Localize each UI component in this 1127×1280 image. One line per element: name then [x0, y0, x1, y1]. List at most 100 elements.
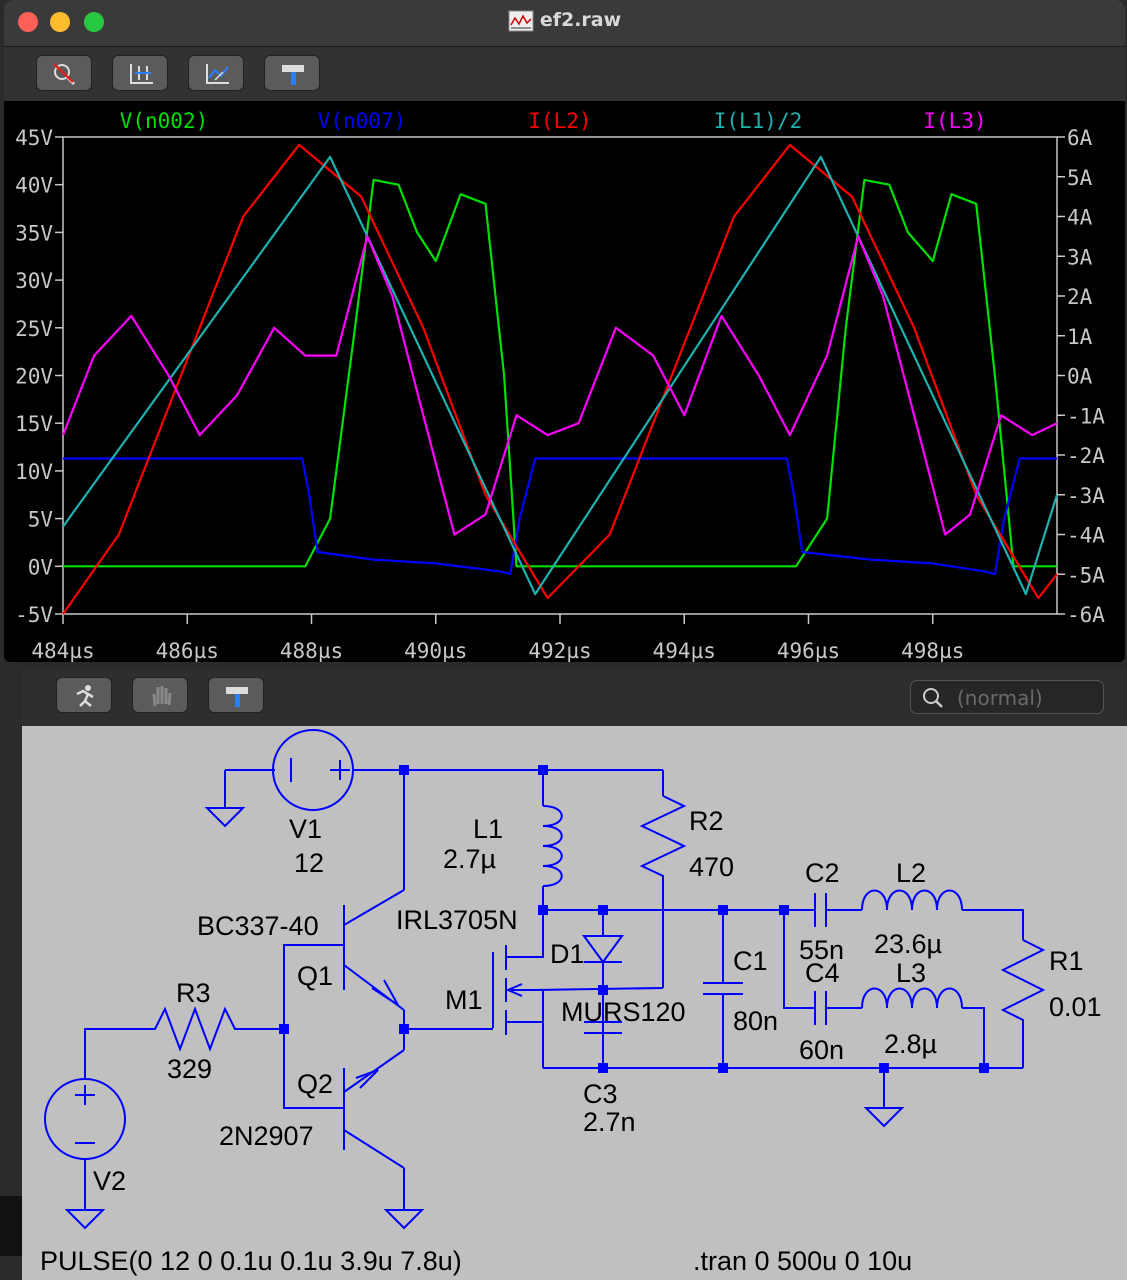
x-tick-label: 484µs — [31, 639, 94, 662]
y-right-tick-label: 2A — [1067, 285, 1093, 309]
waveform-chart[interactable]: 45V40V35V30V25V20V15V10V5V0V-5V6A5A4A3A2… — [4, 101, 1125, 662]
d1-name: D1 — [550, 939, 585, 969]
plot-frame — [62, 136, 1058, 615]
hand-icon — [152, 686, 172, 707]
x-tick-label: 498µs — [901, 639, 964, 662]
hammer-icon — [226, 687, 248, 707]
minimize-window-button[interactable] — [50, 12, 70, 32]
y-right-tick-label: -4A — [1067, 524, 1105, 548]
c2-name: C2 — [805, 858, 840, 888]
y-right-tick-label: 3A — [1067, 245, 1093, 269]
background-edge — [0, 1196, 22, 1256]
c2-value: 55n — [799, 935, 844, 965]
run-button[interactable] — [56, 677, 112, 713]
y-right-tick-label: 0A — [1067, 365, 1093, 389]
v1-name: V1 — [289, 814, 322, 844]
r1-value: 0.01 — [1049, 992, 1102, 1022]
autorange-icon — [130, 64, 153, 84]
halt-button[interactable] — [132, 677, 188, 713]
x-tick-label: 490µs — [404, 639, 467, 662]
title-bar[interactable]: ef2.raw — [4, 0, 1125, 47]
waveform-toolbar — [4, 47, 1125, 101]
y-left-tick-label: 15V — [15, 412, 53, 436]
r3-name: R3 — [176, 978, 211, 1008]
legend-entry: V(n007) — [318, 109, 407, 133]
legend-entry: I(L3) — [923, 109, 986, 133]
l2-name: L2 — [896, 858, 926, 888]
zoom-cancel-button[interactable] — [36, 55, 92, 91]
c3-value: 2.7n — [583, 1107, 636, 1137]
y-right-tick-label: 6A — [1067, 126, 1093, 150]
trace-vn007 — [63, 457, 1057, 575]
y-left-tick-label: 5V — [28, 508, 54, 532]
zoom-window-button[interactable] — [84, 12, 104, 32]
trace-il3 — [61, 235, 1058, 536]
y-right-tick-label: -6A — [1067, 603, 1105, 627]
r1-name: R1 — [1049, 946, 1084, 976]
x-tick-label: 486µs — [156, 639, 219, 662]
l1-name: L1 — [473, 814, 503, 844]
c4-name: C4 — [805, 958, 840, 988]
pick-traces-button[interactable] — [188, 55, 244, 91]
traces-icon — [206, 64, 229, 84]
legend-entry: I(L1)/2 — [714, 109, 803, 133]
y-left-tick-label: -5V — [15, 603, 53, 627]
settings-hammer-button[interactable] — [264, 55, 320, 91]
legend-entry: I(L2) — [528, 109, 591, 133]
q1-value: BC337-40 — [197, 911, 319, 941]
r2-value: 470 — [689, 852, 734, 882]
schematic-window: (normal) — [22, 670, 1127, 1280]
trace-il2 — [62, 143, 1058, 615]
d1-value: MURS120 — [561, 997, 686, 1027]
l3-value: 2.8µ — [884, 1029, 937, 1059]
search-field[interactable]: (normal) — [910, 680, 1104, 714]
c1-name: C1 — [733, 946, 768, 976]
m1-name: M1 — [445, 985, 483, 1015]
r2-name: R2 — [689, 806, 724, 836]
tran-directive: .tran 0 500u 0 10u — [693, 1246, 912, 1276]
schematic-settings-button[interactable] — [208, 677, 264, 713]
y-right-tick-label: 1A — [1067, 325, 1093, 349]
y-right-tick-label: -2A — [1067, 444, 1105, 468]
x-tick-label: 488µs — [280, 639, 343, 662]
x-tick-label: 494µs — [653, 639, 716, 662]
y-left-tick-label: 45V — [15, 126, 53, 150]
zoom-cancel-icon — [53, 63, 76, 86]
trace-il12 — [62, 155, 1059, 596]
c3-name: C3 — [583, 1079, 618, 1109]
run-icon — [76, 685, 94, 707]
window-title: ef2.raw — [4, 9, 1125, 32]
v1-value: 12 — [294, 848, 324, 878]
q2-value: 2N2907 — [219, 1121, 314, 1151]
pulse-directive: PULSE(0 12 0 0.1u 0.1u 3.9u 7.8u) — [40, 1246, 462, 1276]
x-tick-label: 492µs — [528, 639, 591, 662]
waveform-file-icon — [508, 10, 534, 32]
y-left-tick-label: 10V — [15, 460, 53, 484]
l3-name: L3 — [896, 958, 926, 988]
q1-name: Q1 — [297, 961, 333, 991]
y-left-tick-label: 40V — [15, 174, 53, 198]
y-left-tick-label: 25V — [15, 317, 53, 341]
c4-value: 60n — [799, 1035, 844, 1065]
l1-value: 2.7µ — [443, 844, 496, 874]
legend-entry: V(n002) — [120, 109, 209, 133]
y-right-tick-label: -3A — [1067, 484, 1105, 508]
source-symbols-icon — [75, 758, 350, 1144]
autorange-button[interactable] — [112, 55, 168, 91]
m1-value: IRL3705N — [396, 905, 518, 935]
search-icon — [923, 688, 943, 708]
close-window-button[interactable] — [18, 12, 38, 32]
c1-value: 80n — [733, 1006, 778, 1036]
q2-name: Q2 — [297, 1069, 333, 1099]
y-left-tick-label: 30V — [15, 269, 53, 293]
l2-value: 23.6µ — [874, 929, 942, 959]
schematic-canvas[interactable]: V1 12 L1 2.7µ R2 470 C2 55n L2 23.6µ R1 … — [22, 726, 1127, 1280]
trace-vn002 — [63, 178, 1057, 568]
y-right-tick-label: -1A — [1067, 404, 1105, 428]
v2-name: V2 — [93, 1166, 126, 1196]
y-left-tick-label: 35V — [15, 221, 53, 245]
search-placeholder: (normal) — [957, 686, 1043, 710]
y-left-tick-label: 20V — [15, 365, 53, 389]
